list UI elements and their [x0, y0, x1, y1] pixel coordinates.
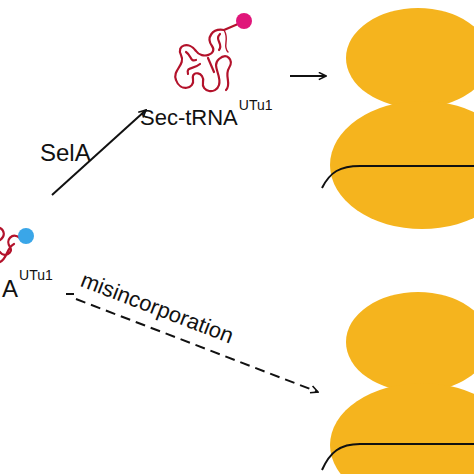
ribosome [330, 8, 474, 229]
molecule-label: A [2, 276, 18, 302]
trna-structure [0, 228, 20, 262]
reaction-arrow [290, 75, 326, 77]
superscript-label: UTu1 [239, 98, 273, 113]
serine-sphere [18, 228, 34, 244]
process-label: misincorporation [77, 268, 236, 348]
dash [66, 293, 74, 295]
trna-structure [175, 24, 238, 91]
selenocysteine-sphere [236, 13, 252, 29]
mrna-line [322, 166, 474, 188]
ribosome [330, 292, 474, 474]
molecule-label: Sec-tRNA [140, 106, 238, 130]
mrna-line [322, 444, 474, 470]
enzyme-label: SelA [40, 140, 91, 166]
superscript-label: UTu1 [19, 268, 53, 283]
